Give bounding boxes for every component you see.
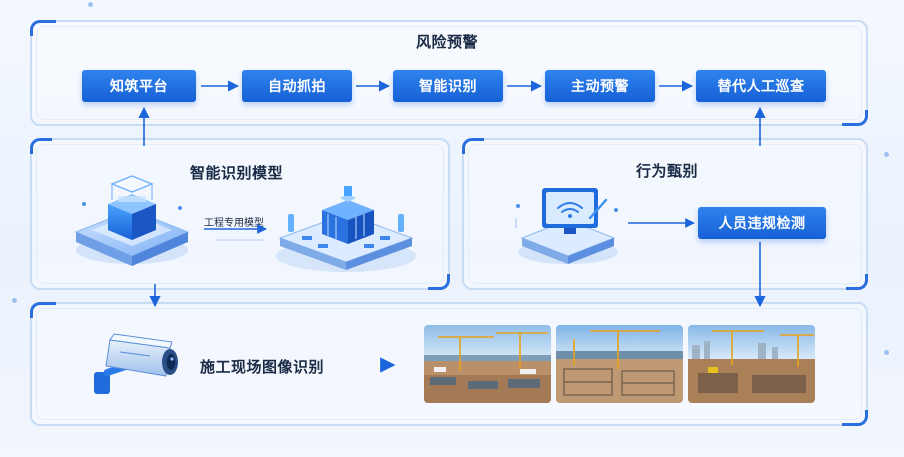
model-arrow-label: 工程专用模型 [204, 218, 264, 229]
corner-accent [462, 138, 484, 154]
risk-warning-title: 风险预警 [416, 33, 479, 51]
ai-cube-illustration [74, 175, 190, 266]
model-title: 智能识别模型 [190, 164, 284, 182]
step-auto-capture[interactable]: 自动抓拍 [242, 70, 352, 102]
corner-accent [842, 110, 868, 126]
corner-accent [428, 274, 450, 290]
construction-site-image [424, 325, 551, 403]
decor-dot [88, 2, 93, 7]
decor-dot [12, 298, 17, 303]
decor-dot [884, 152, 889, 157]
cctv-camera-icon [94, 333, 178, 394]
behavior-title: 行为甄别 [636, 162, 699, 180]
corner-accent [842, 410, 868, 426]
step-replace-manual-patrol[interactable]: 替代人工巡查 [696, 70, 826, 102]
corner-accent [30, 138, 52, 154]
site-photo-2 [556, 325, 683, 403]
person-violation-detection-button[interactable]: 人员违规检测 [698, 207, 826, 239]
step-zhizhu-platform[interactable]: 知筑平台 [82, 70, 196, 102]
site-photo-3 [688, 325, 815, 403]
corner-accent [30, 302, 56, 318]
construction-site-image [556, 325, 683, 403]
decor-dot [884, 350, 889, 355]
corner-accent [30, 20, 56, 36]
site-photo-1 [424, 325, 551, 403]
site-title: 施工现场图像识别 [200, 358, 325, 376]
construction-site-image [688, 325, 815, 403]
step-smart-recognition[interactable]: 智能识别 [393, 70, 503, 102]
step-active-warning[interactable]: 主动预警 [545, 70, 655, 102]
corner-accent [846, 274, 868, 290]
server-model-illustration [276, 186, 416, 272]
monitor-illustration [515, 188, 618, 264]
